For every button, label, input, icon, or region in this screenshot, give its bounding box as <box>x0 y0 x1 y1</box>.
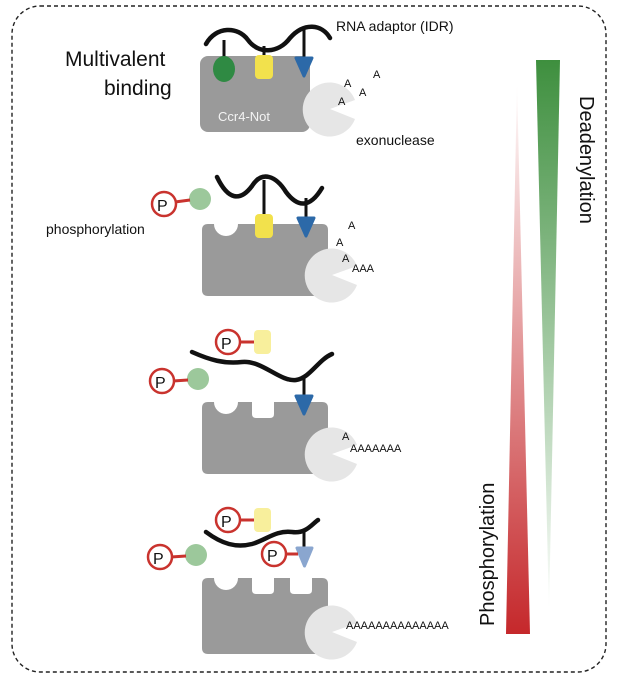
polya-tail: AAAAAAA <box>350 443 402 455</box>
ccr4-not-complex <box>202 224 328 296</box>
panel-3: P P A AAAAAAA <box>148 328 402 482</box>
idr-strand <box>203 517 321 548</box>
exonuclease-icon <box>304 248 357 303</box>
phosphorylation-label: Phosphorylation <box>477 483 499 626</box>
phosphorylation-step-label: phosphorylation <box>46 221 145 237</box>
title-line-1: Multivalent <box>65 48 166 71</box>
phosphorylation-gradient <box>506 82 530 634</box>
deadenylation-gradient <box>536 60 560 612</box>
polya-tail: AAA <box>352 263 375 275</box>
green-motif-released <box>185 544 207 566</box>
yellow-binding-motif <box>255 55 273 79</box>
polya-nucleotide: A <box>359 87 367 99</box>
exonuclease-icon <box>302 82 355 137</box>
polya-nucleotide: A <box>348 220 356 232</box>
title-line-2: binding <box>104 77 172 100</box>
idr-strand <box>203 24 333 53</box>
blue-binding-motif <box>294 56 314 78</box>
polya-nucleotide: A <box>338 96 346 108</box>
yellow-motif-released <box>254 330 271 354</box>
dashed-frame <box>11 5 607 673</box>
polya-nucleotide: A <box>342 431 350 443</box>
gradient-indicators: Deadenylation Phosphorylation <box>477 60 597 634</box>
phospho-badge <box>260 540 288 568</box>
blue-motif-released <box>295 546 314 568</box>
deadenylation-label: Deadenylation <box>575 96 597 224</box>
blue-binding-motif <box>296 216 316 238</box>
complex-label: Ccr4-Not <box>218 109 270 124</box>
rna-adaptor-label: RNA adaptor (IDR) <box>336 18 453 34</box>
phospho-symbol: P <box>221 336 232 353</box>
ccr4-not-complex <box>202 402 328 474</box>
panel-1: Multivalent binding RNA adaptor (IDR) Cc… <box>65 18 453 148</box>
phospho-badge <box>214 328 242 356</box>
exonuclease-icon <box>304 605 357 660</box>
exonuclease-icon <box>304 427 357 482</box>
polya-nucleotide: A <box>336 237 344 249</box>
polya-nucleotide: A <box>373 69 381 81</box>
blue-binding-motif <box>294 394 314 416</box>
phospho-symbol: P <box>221 514 232 531</box>
green-binding-motif <box>213 56 235 82</box>
green-motif-released <box>187 368 209 390</box>
ccr4-not-complex <box>202 578 328 654</box>
phospho-link <box>170 554 187 559</box>
phospho-link <box>172 378 189 383</box>
phospho-badge <box>150 190 178 218</box>
panel-2: phosphorylation P A A A AAA <box>46 174 375 303</box>
phospho-symbol: P <box>155 375 166 392</box>
phospho-badge <box>146 543 174 571</box>
phospho-symbol: P <box>157 198 168 215</box>
panel-4: P P P AAAAAAAAAAAAAA <box>146 506 449 660</box>
yellow-motif-released <box>254 508 271 532</box>
green-motif-released <box>189 188 211 210</box>
phospho-badge <box>214 506 242 534</box>
exonuclease-label: exonuclease <box>356 132 435 148</box>
polya-nucleotide: A <box>342 253 350 265</box>
yellow-binding-motif <box>255 214 273 238</box>
phospho-link <box>174 198 191 204</box>
polya-nucleotide: A <box>344 78 352 90</box>
polya-tail: AAAAAAAAAAAAAA <box>346 620 449 632</box>
idr-strand <box>189 349 335 383</box>
idr-strand <box>214 174 325 206</box>
phospho-symbol: P <box>153 551 164 568</box>
phospho-badge <box>148 367 176 395</box>
phospho-symbol: P <box>267 548 278 565</box>
